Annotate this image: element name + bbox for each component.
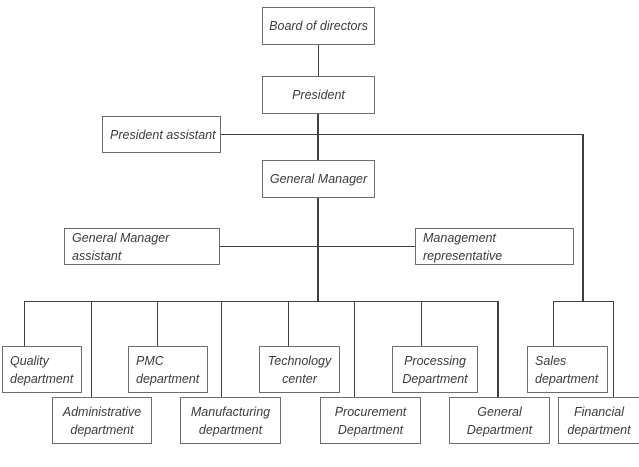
connector-drop-quality: [24, 301, 25, 347]
node-sales-department-label: Sales department: [535, 353, 599, 386]
node-manufacturing-department[interactable]: Manufacturing department: [180, 397, 281, 444]
connector-drop-technology: [288, 301, 289, 347]
node-administrative-department-label: Administrative department: [62, 404, 142, 437]
node-processing-department-label: Processing Department: [402, 353, 468, 386]
node-general-manager-assistant[interactable]: General Manager assistant: [64, 228, 220, 265]
node-pmc-department-label: PMC department: [136, 353, 200, 386]
connector-board-to-president: [318, 44, 319, 76]
connector-general-manager-spine: [317, 197, 319, 301]
node-procurement-department-label: Procurement Department: [334, 404, 407, 437]
node-procurement-department[interactable]: Procurement Department: [320, 397, 421, 444]
connector-drop-procurement: [354, 301, 355, 398]
node-president-label: President: [292, 88, 345, 102]
connector-drop-sales: [553, 301, 554, 347]
node-processing-department[interactable]: Processing Department: [392, 346, 478, 393]
node-pmc-department[interactable]: PMC department: [128, 346, 208, 393]
node-management-representative[interactable]: Management representative: [415, 228, 574, 265]
node-board-of-directors[interactable]: Board of directors: [262, 7, 375, 45]
connector-management-representative-horizontal: [318, 246, 416, 247]
node-general-department-label: General Department: [466, 404, 533, 437]
connector-president-assistant-right-drop: [582, 134, 584, 301]
node-president-assistant[interactable]: President assistant: [102, 116, 221, 153]
node-financial-department[interactable]: Financial department: [558, 397, 639, 444]
node-sales-department[interactable]: Sales department: [527, 346, 608, 393]
connector-drop-processing: [421, 301, 422, 347]
node-technology-center-label: Technology center: [267, 353, 332, 386]
connector-sales-group-bar: [553, 301, 614, 302]
node-quality-department[interactable]: Quality department: [2, 346, 82, 393]
node-general-manager[interactable]: General Manager: [262, 160, 375, 198]
node-manufacturing-department-label: Manufacturing department: [190, 404, 271, 437]
connector-gm-assistant-horizontal: [219, 246, 318, 247]
node-management-representative-label: Management representative: [423, 230, 503, 263]
connector-drop-general: [497, 301, 499, 398]
connector-president-to-general-manager: [317, 113, 319, 161]
connector-drop-administrative: [91, 301, 92, 398]
node-president-assistant-label: President assistant: [110, 127, 216, 142]
node-administrative-department[interactable]: Administrative department: [52, 397, 152, 444]
node-quality-department-label: Quality department: [10, 353, 74, 386]
node-board-of-directors-label: Board of directors: [269, 19, 368, 33]
connector-drop-manufacturing: [221, 301, 222, 398]
node-general-manager-label: General Manager: [269, 172, 368, 186]
connector-drop-financial: [613, 301, 614, 398]
node-general-department[interactable]: General Department: [449, 397, 550, 444]
node-president[interactable]: President: [262, 76, 375, 114]
connector-drop-pmc: [157, 301, 158, 347]
node-technology-center[interactable]: Technology center: [259, 346, 340, 393]
connector-president-assistant-horizontal: [221, 134, 584, 135]
node-general-manager-assistant-label: General Manager assistant: [72, 230, 170, 263]
connector-departments-bar: [24, 301, 499, 302]
node-financial-department-label: Financial department: [567, 404, 631, 437]
